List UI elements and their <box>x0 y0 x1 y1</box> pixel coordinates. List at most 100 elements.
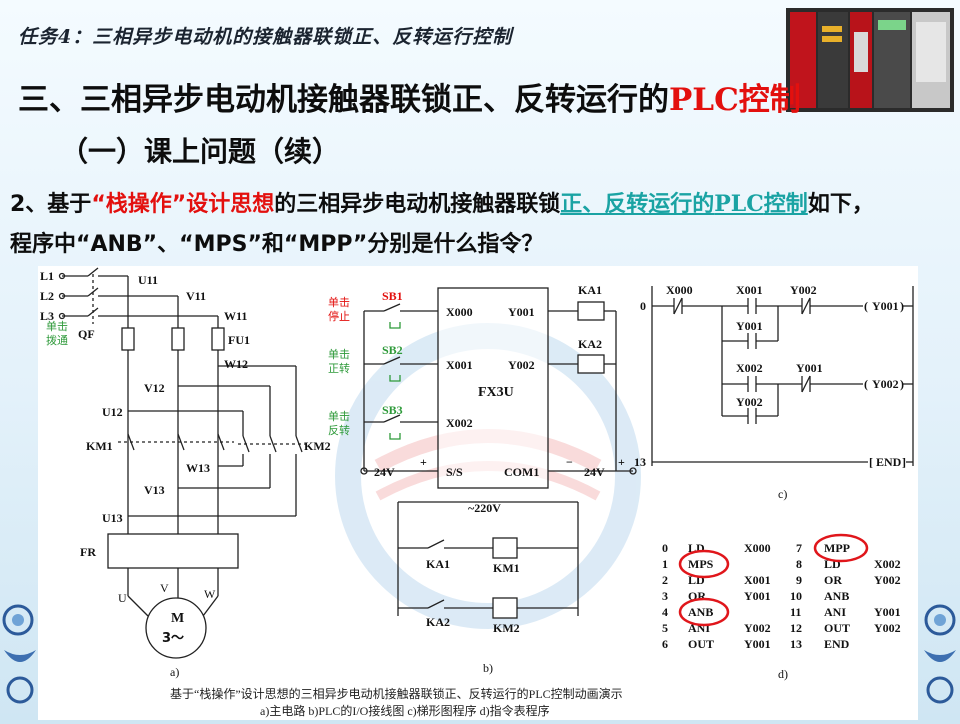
sb2-label: SB2 <box>382 343 403 357</box>
coil-y002-open: ( <box>864 377 868 391</box>
instr-6-num: 6 <box>662 637 668 651</box>
v24-left: 24V <box>374 465 395 479</box>
sb3-note-2: 反转 <box>328 423 350 437</box>
slide-subtitle: （一）课上问题（续） <box>60 135 341 168</box>
contact-y002-nc: Y002 <box>790 283 817 297</box>
end-close: ] <box>902 455 906 469</box>
contact-y002-seal: Y002 <box>736 395 763 409</box>
line-label-l2: L2 <box>40 289 54 303</box>
contact-x000: X000 <box>666 283 693 297</box>
question-highlight-stack: “栈操作”设计思想 <box>91 192 275 217</box>
slide-title: 三、三相异步电动机接触器联锁正、反转运行的PLC控制 <box>18 74 801 119</box>
task-header: 任务4：三相异步电动机的接触器联锁正、反转运行控制 <box>18 26 513 48</box>
question-link-plc[interactable]: PLC <box>714 191 764 217</box>
plc-hardware-image <box>786 8 954 112</box>
sb2-note-1: 单击 <box>328 348 350 361</box>
question-link-control[interactable]: 控制 <box>763 192 808 217</box>
coil-y001-open: ( <box>864 299 868 313</box>
panel-a-label: a) <box>170 665 179 679</box>
label-v: V <box>160 581 169 595</box>
instr-13-num: 13 <box>790 637 802 651</box>
question-part-6: 程序中“ANB”、“MPS”和“MPP”分别是什么指令？ <box>10 232 544 257</box>
rung-0-label: 0 <box>640 299 646 313</box>
sb2-note-2: 正转 <box>328 361 350 375</box>
instr-6-arg: Y001 <box>744 637 771 651</box>
label-v12: V12 <box>144 381 165 395</box>
instr-8-arg: X002 <box>874 557 901 571</box>
line-label-l1: L1 <box>40 269 54 283</box>
title-plc: PLC <box>669 82 739 118</box>
circuit-diagram-svg: L1 L2 L3 QF 单击 拨通 U11 V11 W11 FU1 W12 V1… <box>40 267 914 718</box>
coil-y001-close: ) <box>900 299 904 313</box>
instr-11-arg: Y001 <box>874 605 901 619</box>
instr-8-num: 8 <box>796 557 802 571</box>
instr-0-num: 0 <box>662 541 668 555</box>
instr-10-num: 10 <box>790 589 802 603</box>
output-y002: Y002 <box>508 358 535 372</box>
question-text: 2、基于“栈操作”设计思想的三相异步电动机接触器联锁正、反转运行的PLC控制如下… <box>10 184 950 265</box>
question-part-1: 2、基于 <box>10 192 92 217</box>
instr-5-arg: Y002 <box>744 621 771 635</box>
coil-ka2: KA2 <box>578 337 602 351</box>
label-v13: V13 <box>144 483 165 497</box>
breaker-note-1: 单击 <box>46 320 68 333</box>
label-fr: FR <box>80 545 96 559</box>
label-v11: V11 <box>186 289 206 303</box>
label-km1: KM1 <box>86 439 113 453</box>
sb3-note-1: 单击 <box>328 410 350 423</box>
contactor-km2: KM2 <box>493 621 520 635</box>
plc-ss: S/S <box>446 465 463 479</box>
instr-2-num: 2 <box>662 573 668 587</box>
relay-ka2: KA2 <box>426 615 450 629</box>
contact-y001-seal: Y001 <box>736 319 763 333</box>
label-km2: KM2 <box>304 439 331 453</box>
sb3-label: SB3 <box>382 403 403 417</box>
instr-11-num: 11 <box>790 605 801 619</box>
instr-1-num: 1 <box>662 557 668 571</box>
breaker-note-2: 拨通 <box>46 333 68 347</box>
sb1-note-1: 单击 <box>328 296 350 309</box>
left-ornament <box>2 604 36 704</box>
rung-13-label: 13 <box>634 455 646 469</box>
label-w12: W12 <box>224 357 248 371</box>
instr-7-num: 7 <box>796 541 802 555</box>
highlight-anb <box>678 597 730 627</box>
contact-x002: X002 <box>736 361 763 375</box>
instr-11-op: ANI <box>824 605 846 619</box>
v24-left-plus: + <box>420 455 427 469</box>
instr-9-op: OR <box>824 573 842 587</box>
supply-220v: ~220V <box>468 501 501 515</box>
instr-6-op: OUT <box>688 637 714 651</box>
instr-12-op: OUT <box>824 621 850 635</box>
instr-4-op: ANB <box>688 605 713 619</box>
caption-line-2: a)主电路 b)PLC的I/O接线图 c)梯形图程序 d)指令表程序 <box>260 703 550 718</box>
coil-y002: Y002 <box>872 377 899 391</box>
contact-y001-nc: Y001 <box>796 361 823 375</box>
instr-9-num: 9 <box>796 573 802 587</box>
coil-y002-close: ) <box>900 377 904 391</box>
title-suffix: 控制 <box>738 82 801 118</box>
instr-3-num: 3 <box>662 589 668 603</box>
question-link-forward-reverse[interactable]: 正、反转运行的 <box>560 192 715 217</box>
label-u13: U13 <box>102 511 123 525</box>
label-w: W <box>204 587 216 601</box>
label-fu1: FU1 <box>228 333 250 347</box>
panel-c-label: c) <box>778 487 787 501</box>
instr-12-num: 12 <box>790 621 802 635</box>
instr-5-num: 5 <box>662 621 668 635</box>
label-w11: W11 <box>224 309 247 323</box>
v24-right-plus: + <box>618 455 625 469</box>
instruction-row: 11 ANI Y001 <box>790 605 901 619</box>
instr-3-arg: Y001 <box>744 589 771 603</box>
panel-b-label: b) <box>483 661 493 675</box>
line-label-l3: L3 <box>40 309 54 323</box>
panel-d-label: d) <box>778 667 788 681</box>
motor-label: M <box>171 611 184 626</box>
contactor-km1: KM1 <box>493 561 520 575</box>
question-part-5: 如下， <box>807 192 874 217</box>
